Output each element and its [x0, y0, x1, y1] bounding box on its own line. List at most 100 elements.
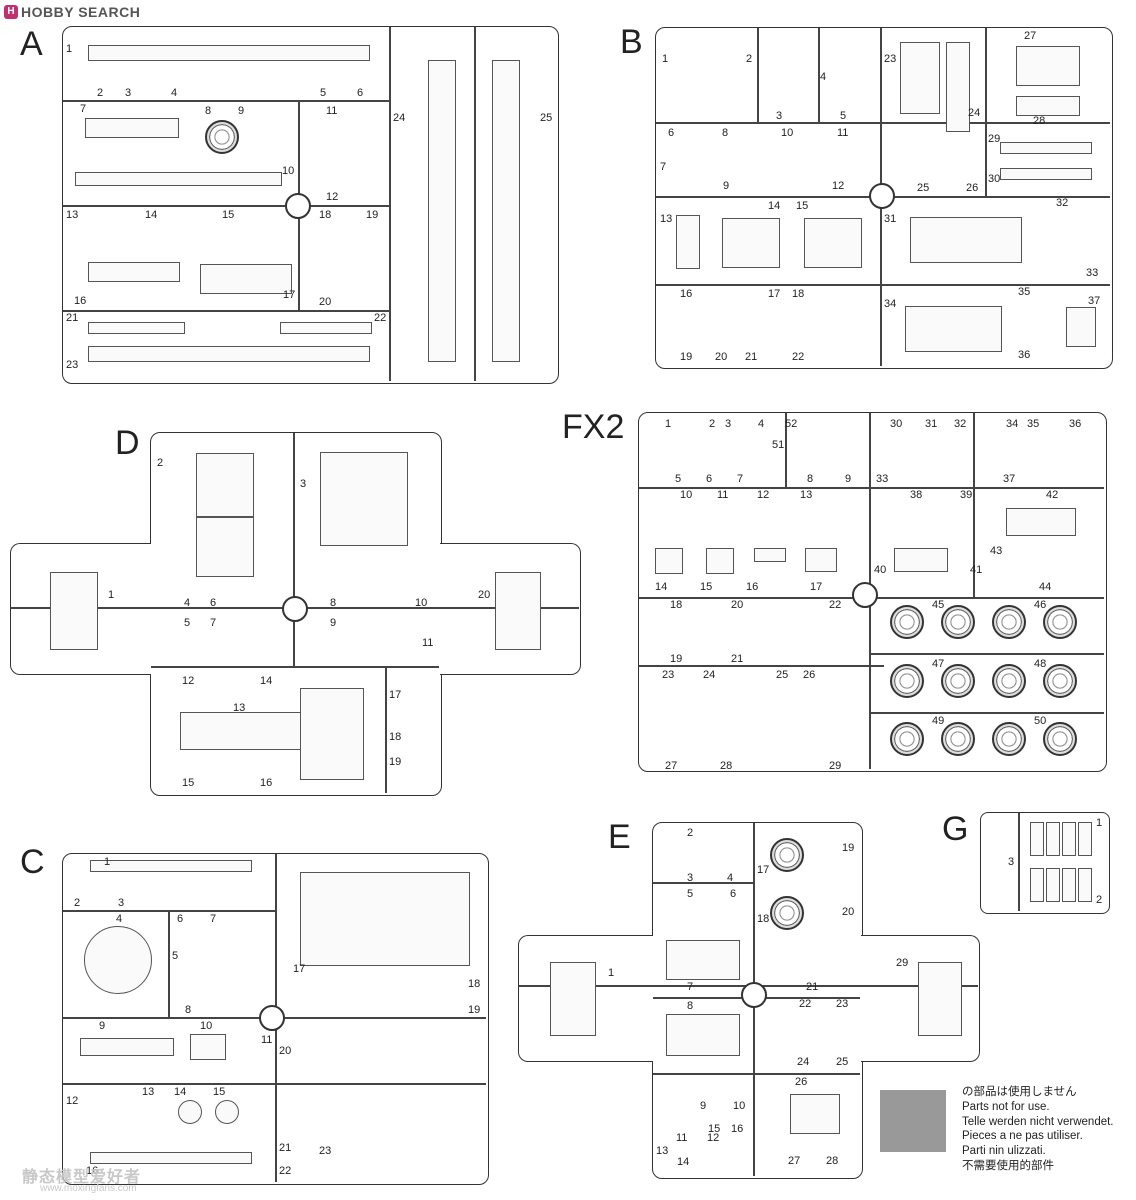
part-number: 37 — [1003, 473, 1016, 485]
watermark-url: www.moxingfans.com — [40, 1183, 137, 1194]
sprue-fx2-part — [706, 548, 734, 574]
sprue-b-part — [722, 218, 780, 268]
part-number: 11 — [837, 127, 849, 139]
legend-line-japanese: の部品は使用しません — [962, 1086, 1077, 1098]
part-number: 50 — [1034, 715, 1047, 727]
sprue-d-part — [196, 453, 254, 517]
part-number: 2 — [74, 897, 81, 909]
sprue-e-runner — [653, 1073, 860, 1075]
part-number: 7 — [687, 981, 694, 993]
part-number: 5 — [172, 950, 179, 962]
part-number: 22 — [829, 599, 842, 611]
part-number: 24 — [968, 107, 981, 119]
sprue-letter-c: C — [20, 843, 45, 881]
part-number: 5 — [320, 87, 327, 99]
legend-swatch — [880, 1090, 946, 1152]
part-number: 10 — [781, 127, 794, 139]
part-number: 30 — [890, 418, 903, 430]
sprue-a-part — [88, 346, 370, 362]
part-number: 11 — [326, 105, 338, 117]
part-number: 24 — [703, 669, 716, 681]
part-number: 34 — [884, 298, 897, 310]
part-number: 21 — [66, 312, 79, 324]
part-number: 9 — [700, 1100, 707, 1112]
sprue-fx2-runner — [869, 712, 1104, 714]
sprue-a-runner — [474, 27, 476, 381]
sprue-b-part — [1000, 142, 1092, 154]
sprue-b-part — [1016, 46, 1080, 86]
part-number: 25 — [836, 1056, 849, 1068]
part-number: 15 — [708, 1123, 721, 1135]
tire-icon — [1043, 722, 1077, 756]
sprue-fx2-part — [655, 548, 683, 574]
part-number: 4 — [727, 872, 734, 884]
tire-icon — [992, 605, 1026, 639]
sprue-g-part — [1030, 868, 1044, 902]
part-number: 12 — [326, 191, 339, 203]
sprue-letter-g: G — [942, 810, 969, 848]
part-number: 14 — [145, 209, 158, 221]
part-number: 29 — [988, 133, 1001, 145]
part-number: 1 — [608, 967, 615, 979]
part-number: 25 — [776, 669, 789, 681]
part-number: 16 — [86, 1165, 99, 1177]
part-number: 23 — [662, 669, 675, 681]
sprue-c-part — [178, 1100, 202, 1124]
part-number: 10 — [282, 165, 295, 177]
sprue-letter-e: E — [608, 818, 631, 856]
part-number: 2 — [1096, 894, 1103, 906]
part-number: 9 — [238, 105, 245, 117]
sprue-g-part — [1030, 822, 1044, 856]
part-number: 10 — [415, 597, 428, 609]
sprue-a-part — [88, 262, 180, 282]
part-number: 42 — [1046, 489, 1059, 501]
part-number: 19 — [468, 1004, 481, 1016]
sprue-a-wheel — [205, 120, 239, 154]
part-number: 19 — [389, 756, 402, 768]
sprue-fx2-part — [1006, 508, 1076, 536]
sprue-d-part — [320, 452, 408, 546]
part-number: 20 — [478, 589, 491, 601]
sprue-c-part — [90, 860, 252, 872]
part-number: 4 — [820, 71, 827, 83]
sprue-c-part — [190, 1034, 226, 1060]
part-number: 24 — [393, 112, 406, 124]
sprue-d-runner — [151, 666, 439, 668]
sprue-a-gate — [285, 193, 311, 219]
part-number: 6 — [706, 473, 713, 485]
tire-icon — [1043, 664, 1077, 698]
part-number: 2 — [687, 827, 694, 839]
part-number: 15 — [700, 581, 713, 593]
part-number: 44 — [1039, 581, 1052, 593]
legend-line-english: Parts not for use. — [962, 1100, 1050, 1113]
part-number: 6 — [357, 87, 364, 99]
sprue-d-part — [495, 572, 541, 650]
part-number: 27 — [788, 1155, 801, 1167]
part-number: 33 — [876, 473, 889, 485]
part-number: 18 — [468, 978, 481, 990]
part-number: 8 — [205, 105, 212, 117]
part-number: 19 — [842, 842, 855, 854]
part-number: 20 — [319, 296, 332, 308]
part-number: 36 — [1069, 418, 1082, 430]
part-number: 13 — [233, 702, 246, 714]
part-number: 51 — [772, 439, 785, 451]
part-number: 6 — [668, 127, 675, 139]
part-number: 21 — [806, 981, 819, 993]
part-number: 31 — [925, 418, 938, 430]
sprue-a-part — [88, 322, 185, 334]
sprue-e-part — [666, 1014, 740, 1056]
part-number: 18 — [670, 599, 683, 611]
sprue-a-part — [492, 60, 520, 362]
sprue-b-runner — [656, 122, 1110, 124]
sprue-a-part — [428, 60, 456, 362]
part-number: 22 — [799, 998, 812, 1010]
part-number: 18 — [792, 288, 805, 300]
sprue-e-part — [790, 1094, 840, 1134]
part-number: 4 — [758, 418, 765, 430]
sprue-letter-d: D — [115, 424, 140, 462]
sprue-g-part — [1046, 868, 1060, 902]
part-number: 8 — [687, 1000, 694, 1012]
part-number: 20 — [279, 1045, 292, 1057]
tire-icon — [992, 722, 1026, 756]
